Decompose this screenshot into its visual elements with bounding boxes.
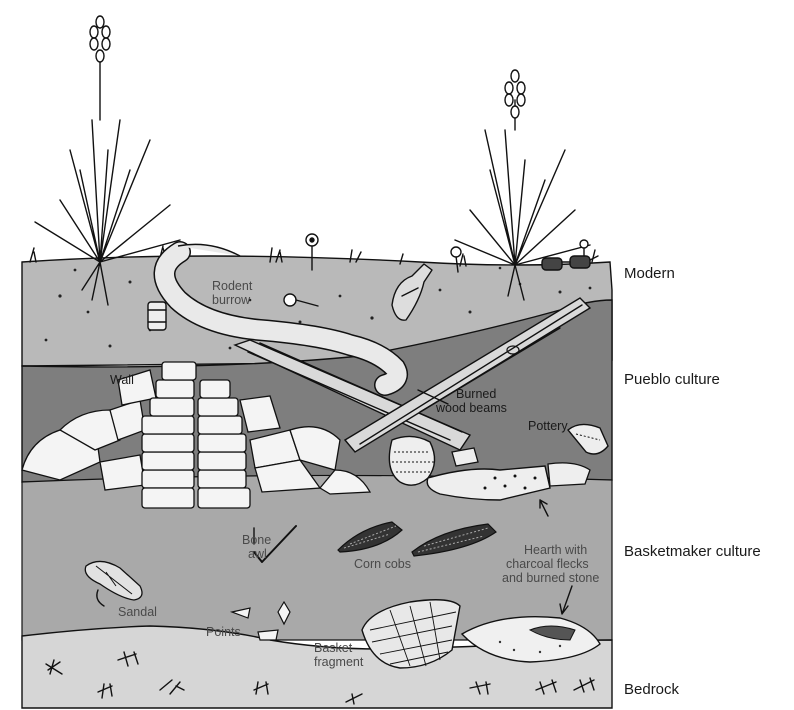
sandal-label: Sandal (118, 605, 157, 619)
hearth-label-1: Hearth with (524, 543, 587, 557)
layer-label-pueblo: Pueblo culture (624, 371, 720, 388)
layer-label-basketmaker: Basketmaker culture (624, 543, 761, 560)
rodent-burrow-label-2: burrow (212, 293, 251, 307)
wall-label: Wall (110, 373, 134, 387)
layer-label-modern: Modern (624, 265, 675, 282)
hearth-label-2: charcoal flecks (506, 557, 589, 571)
burned-beams-label-2: wood beams (435, 401, 507, 415)
points-label: Points (206, 625, 241, 639)
burned-beams-label-1: Burned (456, 387, 496, 401)
layer-label-bedrock: Bedrock (624, 681, 680, 698)
small-sherd (452, 448, 478, 466)
rodent-burrow-label-1: Rodent (212, 279, 253, 293)
basket-fragment-label-1: Basket (314, 641, 353, 655)
bone-awl-label-2: awl (248, 547, 267, 561)
corn-cobs-label: Corn cobs (354, 557, 411, 571)
layer-labels: Modern Pueblo culture Basketmaker cultur… (624, 265, 761, 698)
hearth-label-3: and burned stone (502, 571, 599, 585)
pottery-label: Pottery (528, 419, 568, 433)
can-icon (148, 302, 166, 330)
basket-fragment-label-2: fragment (314, 655, 364, 669)
bone-awl-label-1: Bone (242, 533, 271, 547)
